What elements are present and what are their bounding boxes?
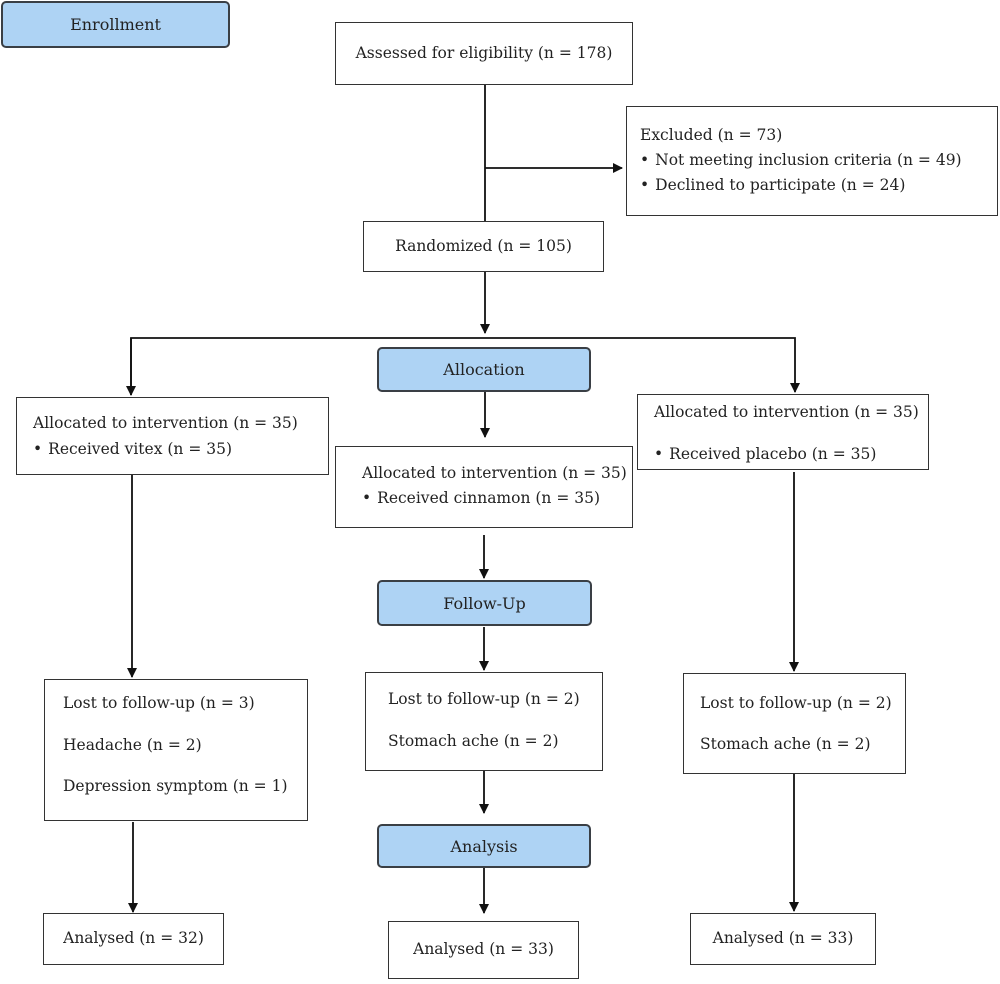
lost-placebo-text: Lost to follow-up (n = 2) — [700, 694, 892, 712]
excluded-reason-criteria: Not meeting inclusion criteria (n = 49) — [640, 152, 961, 169]
lost-cinnamon-text: Lost to follow-up (n = 2) — [388, 690, 580, 708]
stage-follow-up: Follow-Up — [377, 580, 592, 626]
allocated-vitex-text: Allocated to intervention (n = 35) — [33, 414, 298, 432]
excluded-box: Excluded (n = 73) Not meeting inclusion … — [626, 106, 998, 216]
lost-vitex-headache: Headache (n = 2) — [63, 736, 202, 754]
allocated-cinnamon-text: Allocated to intervention (n = 35) — [362, 464, 627, 482]
analysed-placebo-box: Analysed (n = 33) — [690, 913, 876, 965]
lost-vitex-depression: Depression symptom (n = 1) — [63, 777, 288, 795]
lost-placebo-stomach: Stomach ache (n = 2) — [700, 735, 871, 753]
allocated-placebo-text: Allocated to intervention (n = 35) — [654, 403, 919, 421]
allocated-placebo-box: Allocated to intervention (n = 35) Recei… — [637, 394, 929, 470]
analysed-vitex-text: Analysed (n = 32) — [63, 929, 204, 948]
analysed-cinnamon-box: Analysed (n = 33) — [388, 921, 579, 979]
assessed-text: Assessed for eligibility (n = 178) — [355, 43, 613, 62]
received-placebo-text: Received placebo (n = 35) — [654, 446, 876, 463]
excluded-title: Excluded (n = 73) — [640, 126, 783, 144]
stage-enrollment: Enrollment — [1, 1, 230, 48]
received-vitex-text: Received vitex (n = 35) — [33, 441, 232, 458]
analysed-placebo-text: Analysed (n = 33) — [712, 929, 854, 948]
randomized-box: Randomized (n = 105) — [363, 221, 604, 272]
allocated-vitex-box: Allocated to intervention (n = 35) Recei… — [16, 397, 329, 475]
lost-cinnamon-stomach: Stomach ache (n = 2) — [388, 732, 559, 750]
lost-vitex-text: Lost to follow-up (n = 3) — [63, 694, 255, 712]
lost-cinnamon-box: Lost to follow-up (n = 2) Stomach ache (… — [365, 672, 603, 771]
analysed-cinnamon-text: Analysed (n = 33) — [413, 940, 554, 959]
lost-vitex-box: Lost to follow-up (n = 3) Headache (n = … — [44, 679, 308, 821]
excluded-reason-declined: Declined to participate (n = 24) — [640, 177, 905, 194]
received-cinnamon-text: Received cinnamon (n = 35) — [362, 490, 600, 507]
allocated-cinnamon-box: Allocated to intervention (n = 35) Recei… — [335, 446, 633, 528]
stage-allocation: Allocation — [377, 347, 591, 392]
analysed-vitex-box: Analysed (n = 32) — [43, 913, 224, 965]
assessed-box: Assessed for eligibility (n = 178) — [335, 22, 633, 85]
stage-analysis: Analysis — [377, 824, 591, 868]
lost-placebo-box: Lost to follow-up (n = 2) Stomach ache (… — [683, 673, 906, 774]
randomized-text: Randomized (n = 105) — [395, 236, 572, 255]
